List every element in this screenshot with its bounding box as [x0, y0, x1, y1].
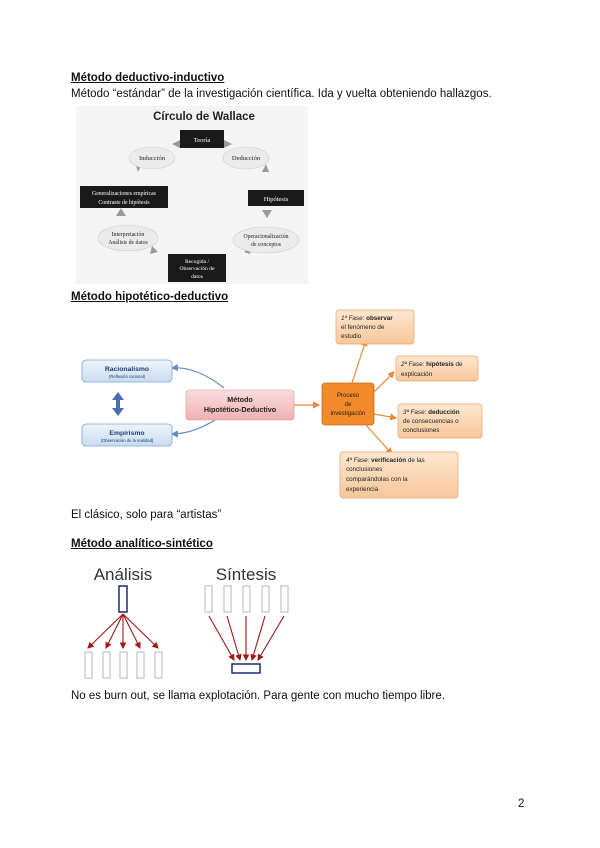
svg-text:Contraste de hipótesis: Contraste de hipótesis [98, 200, 150, 206]
wallace-node-operacionalizacion [232, 226, 300, 254]
svg-text:de conceptos: de conceptos [251, 242, 282, 248]
analisis-arrows [87, 613, 159, 650]
svg-text:Análisis de datos: Análisis de datos [108, 240, 148, 246]
svg-text:de consecuencias o: de consecuencias o [403, 418, 459, 425]
section-text-hipotetico: El clásico, solo para “artistas” [71, 509, 222, 521]
section-heading-deductivo: Método deductivo-inductivo [71, 72, 225, 84]
svg-text:Observación de: Observación de [180, 266, 215, 272]
empirismo-box [81, 423, 173, 447]
svg-text:Operacionalización: Operacionalización [243, 234, 288, 240]
svg-text:1ª Fase: observar: 1ª Fase: observar [341, 315, 393, 322]
svg-text:Teoría: Teoría [194, 137, 211, 144]
svg-text:2ª Fase: hipótesis de: 2ª Fase: hipótesis de [400, 361, 463, 368]
svg-text:Proceso: Proceso [337, 393, 360, 399]
svg-text:Recogida /: Recogida / [185, 259, 210, 265]
wallace-node-hipotesis [248, 190, 304, 206]
svg-text:(Observación de la realidad): (Observación de la realidad) [101, 438, 154, 443]
svg-text:Hipotético-Deductivo: Hipotético-Deductivo [204, 405, 277, 414]
svg-text:investigación: investigación [331, 411, 366, 417]
svg-text:Método: Método [227, 395, 253, 404]
wallace-title: Círculo de Wallace [153, 111, 255, 123]
fase1-box [335, 309, 415, 345]
svg-text:comparándolas con la: comparándolas con la [346, 476, 408, 483]
svg-text:4ª Fase: verificación de las: 4ª Fase: verificación de las [346, 457, 425, 464]
svg-text:Empirismo: Empirismo [109, 430, 144, 437]
svg-text:experiencia: experiencia [346, 486, 379, 493]
svg-text:Racionalismo: Racionalismo [105, 366, 149, 373]
svg-text:(Reflexión racional): (Reflexión racional) [109, 374, 146, 379]
arrow-to-racionalismo [170, 363, 225, 389]
svg-text:estudio: estudio [341, 333, 362, 340]
fase2-box [395, 355, 479, 382]
racionalismo-box [81, 359, 173, 383]
sintesis-title: Síntesis [216, 565, 276, 584]
wallace-node-generalizaciones [80, 186, 168, 208]
wallace-node-interpretacion [97, 224, 159, 252]
section-heading-analitico: Método analítico-sintético [71, 538, 213, 550]
sintesis-arrows [208, 615, 285, 662]
svg-text:Hipótesis: Hipótesis [264, 196, 289, 203]
svg-text:el fenómeno de: el fenómeno de [341, 324, 385, 331]
svg-text:Deducción: Deducción [232, 155, 261, 162]
sintesis-diagram: Síntesis [204, 565, 289, 674]
fase3-box [397, 403, 483, 439]
analisis-source-block [118, 585, 128, 613]
fase4-box [339, 451, 459, 499]
svg-text:Generalizaciones empíricas: Generalizaciones empíricas [92, 191, 157, 197]
svg-text:de: de [345, 402, 352, 408]
section-text-deductivo: Método “estándar” de la investigación ci… [71, 88, 492, 100]
svg-text:explicación: explicación [401, 371, 433, 378]
wallace-node-deduccion [222, 146, 270, 170]
arrow-to-fase1 [351, 338, 368, 384]
wallace-circle-diagram: Círculo de Wallace Teoría Inducción Dedu… [76, 106, 308, 284]
page-number: 2 [518, 798, 525, 810]
sintesis-result-block [231, 663, 261, 674]
arrow-to-fase3 [373, 413, 398, 421]
section-heading-hipotetico: Método hipotético-deductivo [71, 291, 229, 303]
analisis-target-blocks [84, 651, 163, 679]
arrow-to-fase4 [365, 424, 393, 455]
proceso-box [321, 382, 375, 426]
hipotetico-deductivo-diagram: Racionalismo (Reflexión racional) Empiri… [81, 309, 483, 499]
analisis-diagram: Análisis [84, 565, 163, 679]
sintesis-source-blocks [204, 585, 289, 613]
svg-text:conclusiones: conclusiones [346, 466, 382, 473]
section-text-analitico: No es burn out, se llama explotación. Pa… [71, 690, 445, 702]
analisis-title: Análisis [94, 565, 153, 584]
arrow-to-fase2 [373, 371, 395, 393]
svg-text:Inducción: Inducción [139, 155, 166, 162]
double-arrow-icon [112, 392, 124, 416]
svg-text:datos: datos [191, 274, 203, 280]
svg-text:3ª Fase: deducción: 3ª Fase: deducción [403, 409, 460, 416]
wallace-node-recogida [168, 254, 226, 282]
wallace-node-induccion [128, 146, 176, 170]
svg-text:Interpretación: Interpretación [112, 232, 145, 238]
svg-text:conclusiones: conclusiones [403, 427, 439, 434]
wallace-node-teoria [180, 130, 224, 148]
